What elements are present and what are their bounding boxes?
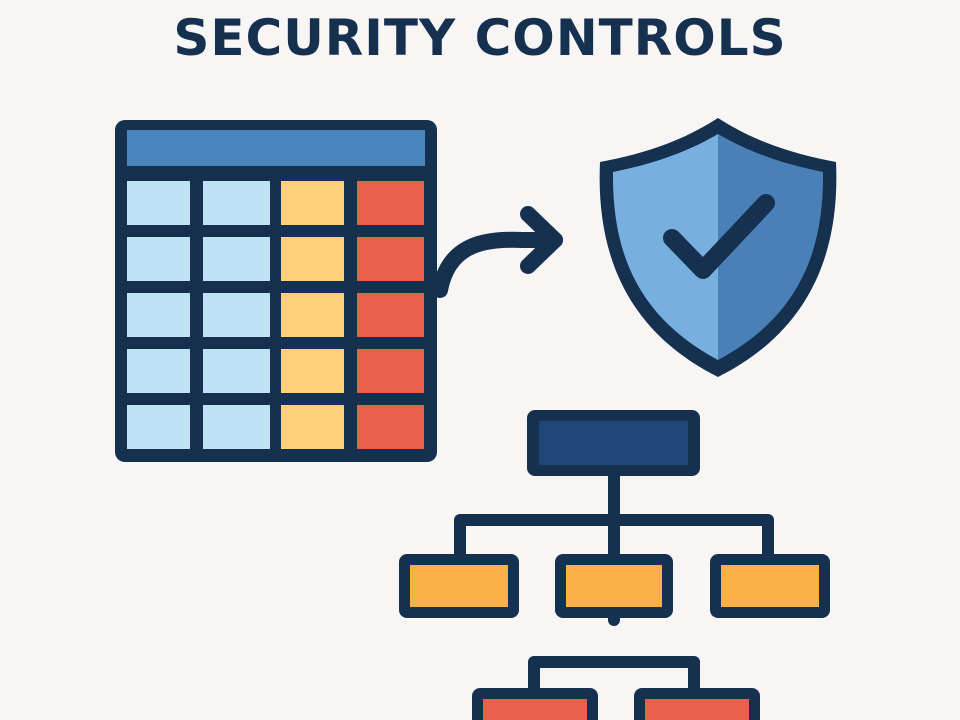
table-cell	[127, 349, 190, 393]
table-cell	[357, 181, 424, 225]
table-cell	[281, 181, 344, 225]
org-node-leaf-left-fill	[483, 699, 587, 720]
table-cell	[281, 349, 344, 393]
table-cell	[357, 349, 424, 393]
shield-right-half	[718, 134, 824, 360]
table-cell	[281, 237, 344, 281]
arrow-head	[520, 206, 563, 274]
check-mark	[663, 194, 775, 279]
table-cell	[203, 293, 270, 337]
org-chart-icon	[399, 410, 830, 720]
table-cell	[203, 181, 270, 225]
org-node-root-fill	[539, 421, 688, 465]
org-node-leaf-right-fill	[645, 699, 749, 720]
table-cell	[281, 405, 344, 449]
table-cell	[357, 405, 424, 449]
data-table-icon	[115, 120, 437, 462]
table-cell	[357, 237, 424, 281]
curved-arrow-icon	[432, 206, 563, 298]
org-node-left-fill	[410, 565, 508, 607]
table-cell	[127, 405, 190, 449]
org-node-center-fill	[566, 565, 662, 607]
org-node-right-fill	[721, 565, 819, 607]
table-cell	[203, 237, 270, 281]
table-header-bar	[127, 130, 425, 166]
arrow-shaft	[432, 231, 563, 298]
connector-level2-bus	[528, 656, 700, 696]
table-cell	[127, 237, 190, 281]
table-cell	[203, 349, 270, 393]
table-cell	[127, 181, 190, 225]
table-cells	[127, 181, 424, 449]
connector-level1-bus	[454, 514, 774, 562]
table-frame	[115, 120, 437, 462]
table-cell	[127, 293, 190, 337]
shield-left-half	[612, 134, 718, 360]
page-title: SECURITY CONTROLS	[173, 9, 787, 67]
table-cell	[281, 293, 344, 337]
shield-check-icon	[599, 118, 837, 377]
table-cell	[357, 293, 424, 337]
table-cell	[203, 405, 270, 449]
